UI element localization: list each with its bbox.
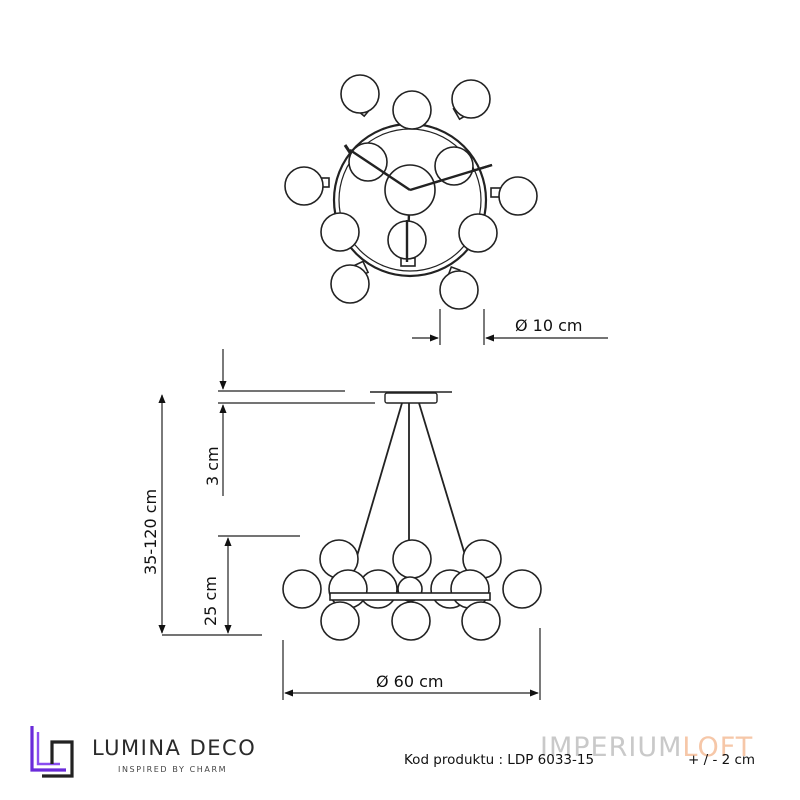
label-ball-diameter: Ø 10 cm (515, 316, 583, 335)
dim-ceiling-gap (218, 349, 375, 496)
label-total-height: 35-120 cm (141, 489, 160, 575)
ceiling-canopy (370, 391, 452, 404)
brand-logo-icon (30, 726, 74, 778)
watermark-main: IMPERIUM (540, 732, 683, 763)
watermark: IMPERIUMLOFT (540, 732, 753, 763)
product-code: Kod produktu : LDP 6033-15 (404, 752, 595, 768)
dim-ball-diameter (412, 309, 608, 345)
dim-total-height (158, 394, 262, 636)
label-body-height: 25 cm (201, 576, 220, 626)
tolerance-note: + / - 2 cm (688, 752, 756, 768)
watermark-accent: LOFT (682, 732, 754, 763)
dim-body-height (218, 535, 300, 634)
side-view-body (282, 539, 542, 641)
top-view (284, 74, 538, 310)
brand-name: LUMINA DECO (92, 736, 257, 760)
dim-overall-diameter (282, 628, 541, 700)
label-ceiling-gap: 3 cm (203, 446, 222, 486)
brand-tagline: INSPIRED BY CHARM (118, 765, 228, 774)
label-overall-diameter: Ø 60 cm (376, 672, 444, 691)
